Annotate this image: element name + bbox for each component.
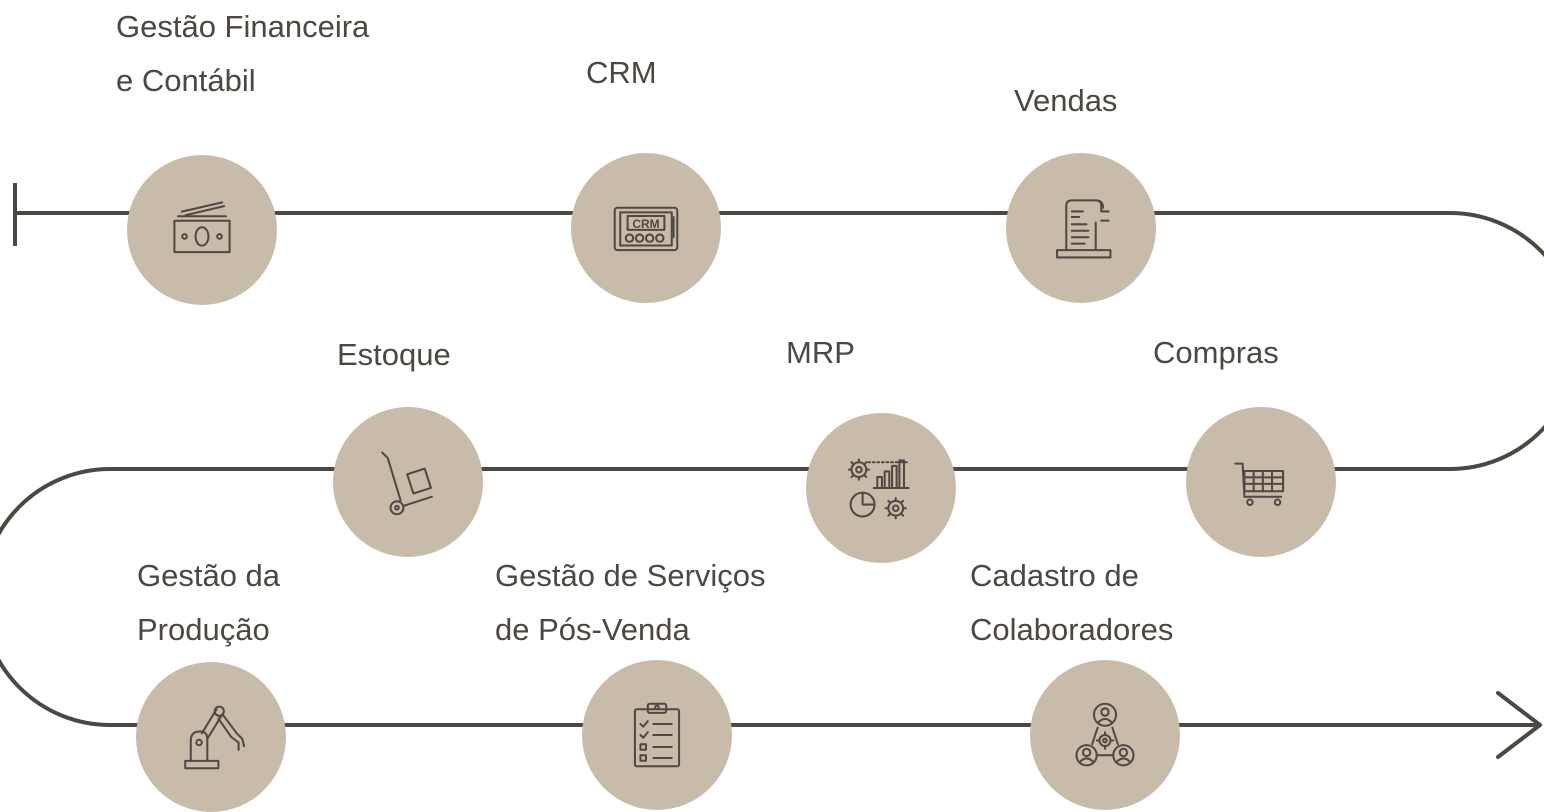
label-crm: CRM xyxy=(586,55,657,90)
label-estoque: Estoque xyxy=(337,337,451,372)
clipboard-checklist-icon xyxy=(633,702,681,768)
label-mrp: MRP xyxy=(786,335,855,370)
money-icon xyxy=(173,201,231,254)
robot-arm-icon xyxy=(184,705,246,770)
node-financeiro xyxy=(127,155,277,305)
end-arrow-icon xyxy=(1496,691,1542,759)
node-estoque xyxy=(333,407,483,557)
people-network-icon xyxy=(1075,702,1135,767)
shopping-cart-icon xyxy=(1234,462,1285,507)
node-crm: CRM xyxy=(571,153,721,303)
label-vendas: Vendas xyxy=(1014,83,1118,118)
node-servicos xyxy=(582,660,732,810)
node-producao xyxy=(136,662,286,812)
node-compras xyxy=(1186,407,1336,557)
crm-icon: CRM xyxy=(613,206,679,252)
gears-chart-icon xyxy=(847,458,910,520)
node-mrp xyxy=(806,413,956,563)
svg-text:CRM: CRM xyxy=(632,217,659,231)
flow-path xyxy=(0,211,1544,727)
receipt-icon xyxy=(1056,199,1112,259)
node-colaboradores xyxy=(1030,660,1180,810)
hand-truck-icon xyxy=(381,451,433,516)
label-compras: Compras xyxy=(1153,335,1279,370)
node-vendas xyxy=(1006,153,1156,303)
